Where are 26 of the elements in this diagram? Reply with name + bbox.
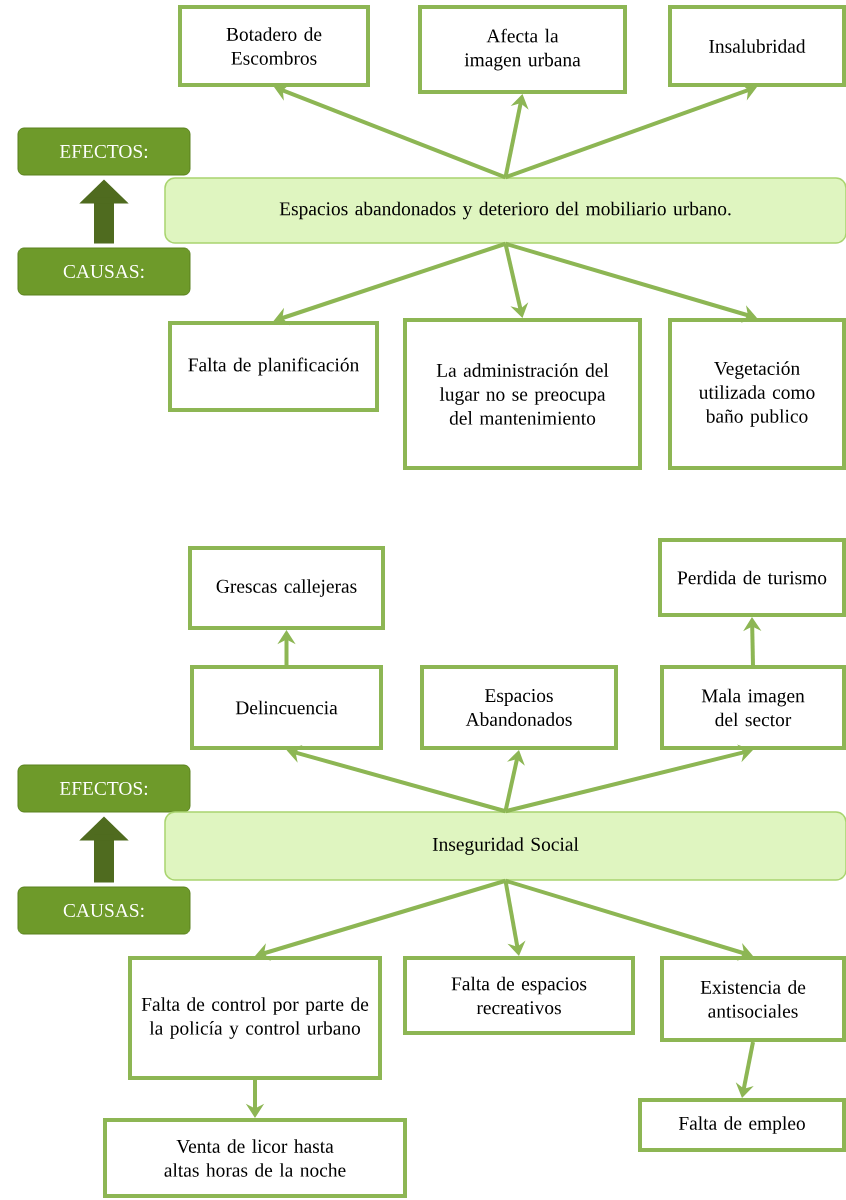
- text-box: Perdida de turismo: [658, 538, 846, 617]
- text-box: Falta de control por parte de la policía y control urbano: [128, 956, 382, 1080]
- text-box: Delincuencia: [190, 665, 383, 750]
- label-tab: CAUSAS:: [17, 247, 191, 296]
- text-box: Falta de planificación: [168, 321, 379, 412]
- text-box: Insalubridad: [668, 5, 846, 87]
- arrow: [255, 878, 507, 961]
- text-box: Botadero de Escombros: [178, 5, 370, 87]
- text-box: Afecta la imagen urbana: [418, 5, 627, 94]
- text-box: Espacios Abandonados: [420, 665, 618, 750]
- text-box: Falta de espacios recreativos: [403, 956, 635, 1035]
- text-box: Existencia de antisociales: [660, 956, 846, 1042]
- text-box: Venta de licor hasta altas horas de la noche: [103, 1118, 407, 1198]
- problem-band: Inseguridad Social: [164, 811, 846, 881]
- problem-band: Espacios abandonados y deterioro del mobiliario urbano.: [164, 177, 846, 244]
- label-tab: CAUSAS:: [17, 886, 191, 935]
- text-box: Falta de empleo: [638, 1098, 846, 1152]
- text-box: Vegetación utilizada como baño publico: [668, 318, 846, 470]
- text-box: Mala imagen del sector: [660, 665, 846, 750]
- label-tab: EFECTOS:: [17, 764, 191, 813]
- arrow: [505, 744, 753, 814]
- text-box: La administración del lugar no se preocupa del mantenimiento: [403, 318, 642, 470]
- text-box: Grescas callejeras: [188, 546, 385, 630]
- arrow: [503, 880, 526, 956]
- arrow: [503, 243, 529, 318]
- label-tab: EFECTOS:: [17, 127, 191, 176]
